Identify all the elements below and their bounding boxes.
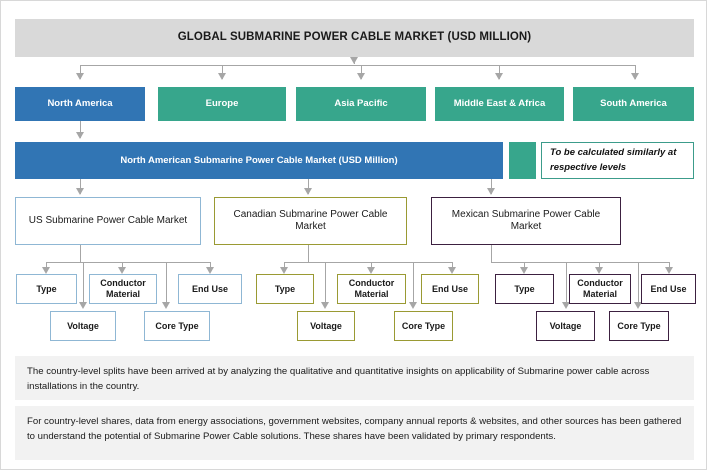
segment-canada-voltage[interactable]: Voltage xyxy=(297,311,355,341)
connector-us-stem-2 xyxy=(80,245,81,263)
arrow-ca-coretype-icon xyxy=(408,302,417,309)
arrow-us-conductor-icon xyxy=(117,267,126,274)
segment-canada-type[interactable]: Type xyxy=(256,274,314,304)
connector-us-coretype xyxy=(166,262,167,307)
segment-us-core-type[interactable]: Core Type xyxy=(144,311,210,341)
connector-mx-coretype xyxy=(638,262,639,307)
connector-ca-conductor xyxy=(371,262,372,270)
connector-ca-bus xyxy=(284,262,452,263)
arrow-ca-enduse-icon xyxy=(447,267,456,274)
arrow-title-down-icon xyxy=(350,57,358,64)
connector-na-drop xyxy=(80,121,81,138)
arrow-country-2-icon xyxy=(303,188,312,195)
connector-ca-voltage xyxy=(325,262,326,307)
arrow-us-voltage-icon xyxy=(78,302,87,309)
arrow-us-enduse-icon xyxy=(205,267,214,274)
arrow-mx-voltage-icon xyxy=(561,302,570,309)
country-box-us[interactable]: US Submarine Power Cable Market xyxy=(15,197,201,245)
connector-ca-type xyxy=(284,262,285,270)
arrow-region-5-icon xyxy=(630,73,639,80)
segment-us-end-use[interactable]: End Use xyxy=(178,274,242,304)
connector-us-voltage xyxy=(83,262,84,307)
arrow-country-1-icon xyxy=(75,188,84,195)
connector-mx-stem xyxy=(491,245,492,263)
connector-country-drop-3 xyxy=(491,179,492,194)
connector-region-drop-1 xyxy=(80,65,81,79)
connector-mx-bus xyxy=(524,262,669,263)
arrow-region-3-icon xyxy=(356,73,365,80)
connector-mx-type xyxy=(524,262,525,270)
arrow-ca-type-icon xyxy=(279,267,288,274)
connector-region-drop-2 xyxy=(222,65,223,79)
arrow-mx-conductor-icon xyxy=(594,267,603,274)
segment-us-voltage[interactable]: Voltage xyxy=(50,311,116,341)
segment-canada-conductor-material[interactable]: Conductor Material xyxy=(337,274,406,304)
region-chip-south-america[interactable]: South America xyxy=(573,87,694,121)
arrow-na-down-icon xyxy=(75,132,84,139)
connector-region-drop-3 xyxy=(361,65,362,79)
connector-mx-voltage xyxy=(566,262,567,307)
arrow-mx-type-icon xyxy=(519,267,528,274)
arrow-region-4-icon xyxy=(494,73,503,80)
connector-region-drop-5 xyxy=(635,65,636,79)
segment-mexico-type[interactable]: Type xyxy=(495,274,554,304)
connector-mx-conductor xyxy=(599,262,600,270)
segment-canada-core-type[interactable]: Core Type xyxy=(394,311,453,341)
arrow-ca-voltage-icon xyxy=(320,302,329,309)
country-box-mexico[interactable]: Mexican Submarine Power Cable Market xyxy=(431,197,621,245)
connector-us-bus xyxy=(46,262,210,263)
segment-mexico-conductor-material[interactable]: Conductor Material xyxy=(569,274,631,304)
arrow-mx-enduse-icon xyxy=(664,267,673,274)
connector-region-drop-4 xyxy=(499,65,500,79)
connector-ca-coretype xyxy=(413,262,414,307)
segment-mexico-end-use[interactable]: End Use xyxy=(641,274,696,304)
connector-us-type xyxy=(46,262,47,270)
segment-mexico-core-type[interactable]: Core Type xyxy=(609,311,669,341)
footnote-country-splits: The country-level splits have been arriv… xyxy=(15,356,694,400)
connector-mx-bus-left xyxy=(491,262,525,263)
connector-us-enduse xyxy=(210,262,211,270)
country-box-canada[interactable]: Canadian Submarine Power Cable Market xyxy=(214,197,407,245)
region-chip-middle-east-africa[interactable]: Middle East & Africa xyxy=(435,87,564,121)
connector-country-drop-2 xyxy=(308,179,309,194)
segment-us-conductor-material[interactable]: Conductor Material xyxy=(89,274,157,304)
legend-note: To be calculated similarly at respective… xyxy=(541,142,694,179)
region-chip-asia-pacific[interactable]: Asia Pacific xyxy=(296,87,426,121)
connector-mx-enduse xyxy=(669,262,670,270)
footnote-country-shares: For country-level shares, data from ener… xyxy=(15,406,694,460)
arrow-region-2-icon xyxy=(217,73,226,80)
arrow-ca-conductor-icon xyxy=(366,267,375,274)
connector-us-conductor xyxy=(122,262,123,270)
segment-us-type[interactable]: Type xyxy=(16,274,77,304)
connector-regions-bus xyxy=(80,65,635,66)
region-chip-north-america[interactable]: North America xyxy=(15,87,145,121)
connector-ca-stem xyxy=(308,245,309,263)
arrow-us-type-icon xyxy=(41,267,50,274)
region-chip-europe[interactable]: Europe xyxy=(158,87,286,121)
north-america-market-bar[interactable]: North American Submarine Power Cable Mar… xyxy=(15,142,503,179)
arrow-region-1-icon xyxy=(75,73,84,80)
page-title: GLOBAL SUBMARINE POWER CABLE MARKET (USD… xyxy=(15,19,694,57)
arrow-mx-coretype-icon xyxy=(633,302,642,309)
arrow-us-coretype-icon xyxy=(161,302,170,309)
connector-country-drop-1 xyxy=(80,179,81,194)
arrow-country-3-icon xyxy=(486,188,495,195)
segment-canada-end-use[interactable]: End Use xyxy=(421,274,479,304)
connector-ca-enduse xyxy=(452,262,453,270)
segment-mexico-voltage[interactable]: Voltage xyxy=(536,311,595,341)
legend-green-swatch xyxy=(509,142,536,179)
